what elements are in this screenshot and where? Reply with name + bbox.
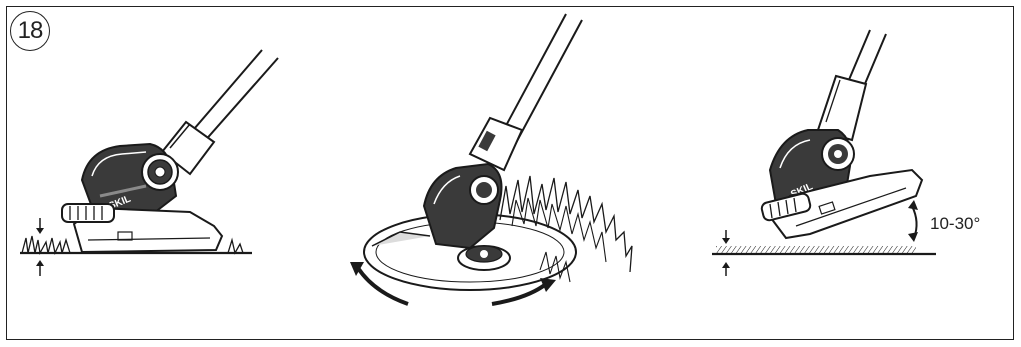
trimmer-guard-left [61, 203, 224, 254]
trimmer-sweep-illustration [350, 13, 633, 306]
trimmer-shaft-middle [468, 13, 583, 172]
sweep-arrow-right [491, 278, 556, 306]
trimmer-level-illustration: SKIL [20, 49, 279, 276]
tilt-angle-arrow [908, 200, 918, 242]
cut-height-indicator [36, 218, 44, 276]
pivot-knob-left [141, 153, 179, 191]
step-number-badge: 18 [10, 11, 50, 51]
tilt-angle-label: 10-30° [930, 214, 981, 233]
spool-head-middle [457, 245, 511, 271]
trimmer-tilt-illustration: SKIL [712, 29, 936, 276]
ground-left [20, 235, 252, 256]
trimmer-shaft-left [160, 49, 279, 176]
tall-grass-middle [499, 175, 633, 283]
trimmer-shaft-right [816, 29, 887, 142]
trimmer-guard-right [760, 168, 924, 240]
cut-height-indicator-right [722, 230, 730, 276]
motor-housing-middle [422, 162, 503, 250]
sweep-arrow-left [350, 262, 409, 306]
step-number: 18 [17, 17, 44, 44]
ground-right [712, 246, 936, 256]
